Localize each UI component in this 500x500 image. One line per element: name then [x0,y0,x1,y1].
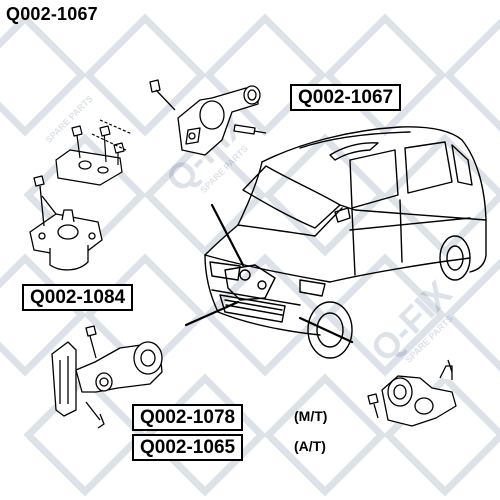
top-mount-illustration [149,79,267,156]
leader-lines [184,203,354,344]
rear-mount-illustration [51,325,163,429]
label-rear-mount-at: Q002-1065 [132,434,244,461]
label-left-mount: Q002-1084 [22,284,134,311]
car-illustration [204,126,487,359]
page-title: Q002-1067 [6,4,98,24]
transmission-mount-illustration [367,359,457,427]
label-top-mount: Q002-1067 [290,84,402,111]
bracket-illustration [55,119,133,186]
left-mount-illustration [29,175,103,271]
at-variant-label: (A/T) [294,438,326,454]
mt-variant-label: (M/T) [294,408,328,424]
label-rear-mount-mt: Q002-1078 [132,404,244,431]
